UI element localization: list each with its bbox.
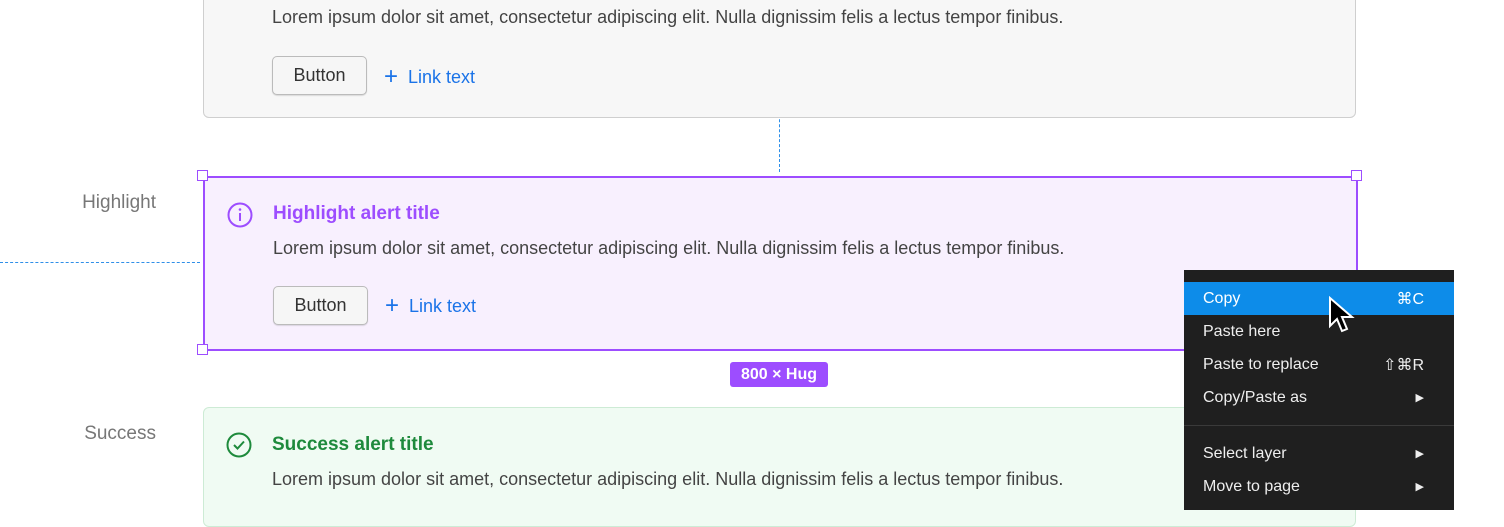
menu-item-select-layer[interactable]: Select layer ▶ — [1184, 437, 1454, 470]
plus-icon: + — [384, 63, 399, 90]
menu-item-label: Copy — [1203, 289, 1241, 307]
alert-button[interactable]: Button — [272, 56, 367, 95]
link-label: Link text — [408, 66, 476, 87]
success-label: Success — [84, 423, 156, 444]
alert-link[interactable]: + Link text — [384, 65, 475, 89]
submenu-arrow-icon: ▶ — [1415, 448, 1424, 460]
menu-item-label: Paste here — [1203, 322, 1281, 340]
menu-item-label: Move to page — [1203, 477, 1300, 495]
alert-body: Lorem ipsum dolor sit amet, consectetur … — [272, 7, 1064, 27]
context-menu: Copy ⌘C Paste here Paste to replace ⇧⌘R Co… — [1184, 270, 1454, 510]
highlight-alert[interactable]: Highlight alert title Lorem ipsum dolor … — [203, 176, 1358, 351]
menu-item-label: Paste to replace — [1203, 355, 1319, 373]
alert-link[interactable]: + Link text — [385, 294, 476, 318]
submenu-arrow-icon: ▶ — [1415, 392, 1424, 404]
link-label: Link text — [409, 295, 477, 316]
resize-handle-bottom-left[interactable] — [197, 344, 208, 355]
menu-item-copy[interactable]: Copy ⌘C — [1184, 282, 1454, 315]
plus-icon: + — [385, 292, 400, 319]
default-alert[interactable]: Lorem ipsum dolor sit amet, consectetur … — [203, 0, 1356, 118]
submenu-arrow-icon: ▶ — [1415, 481, 1424, 493]
alert-button[interactable]: Button — [273, 286, 368, 325]
alert-title: Highlight alert title — [273, 203, 440, 224]
menu-item-copy-paste-as[interactable]: Copy/Paste as ▶ — [1184, 381, 1454, 414]
menu-item-move-to-page[interactable]: Move to page ▶ — [1184, 470, 1454, 503]
spacing-guide-horizontal — [0, 262, 200, 263]
shortcut: ⌘C — [1396, 290, 1424, 308]
menu-divider — [1184, 425, 1454, 426]
menu-item-label: Select layer — [1203, 444, 1287, 462]
menu-item-paste-to-replace[interactable]: Paste to replace ⇧⌘R — [1184, 348, 1454, 381]
shortcut: ⇧⌘R — [1383, 356, 1424, 374]
highlight-label: Highlight — [82, 192, 156, 213]
menu-item-label: Copy/Paste as — [1203, 388, 1308, 406]
alert-body: Lorem ipsum dolor sit amet, consectetur … — [272, 469, 1064, 489]
size-badge: 800 × Hug — [730, 362, 828, 387]
resize-handle-top-right[interactable] — [1351, 170, 1362, 181]
menu-item-paste-here[interactable]: Paste here — [1184, 315, 1454, 348]
check-circle-icon — [226, 432, 252, 458]
alert-body: Lorem ipsum dolor sit amet, consectetur … — [273, 238, 1065, 258]
alert-title: Success alert title — [272, 434, 434, 455]
mouse-cursor-icon — [1329, 296, 1355, 333]
resize-handle-top-left[interactable] — [197, 170, 208, 181]
info-icon — [227, 202, 253, 228]
